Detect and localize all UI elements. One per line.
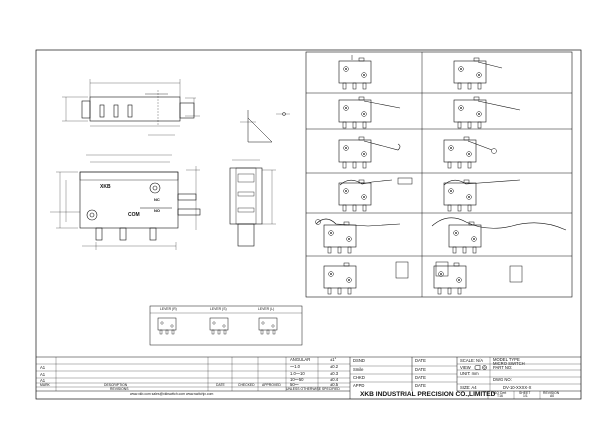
title-block-grid bbox=[36, 356, 581, 399]
tolerance-value-1: ±0.2 bbox=[330, 364, 339, 369]
angle-detail-drawing bbox=[240, 110, 290, 143]
side-view-drawing bbox=[62, 79, 200, 136]
approved-label: APPD bbox=[353, 383, 365, 388]
part-no-label: PART NO: bbox=[493, 364, 513, 370]
tolerance-range-4: 50～ bbox=[290, 382, 299, 387]
variant-wave-lever bbox=[431, 217, 567, 254]
tolerance-heading: ANGULAR bbox=[290, 357, 311, 362]
model-type-label: MODEL TYPE bbox=[493, 356, 520, 362]
revision-value: A0 bbox=[550, 394, 555, 398]
revision-mark-2: A1 bbox=[40, 372, 46, 377]
variant-short-lever bbox=[453, 57, 503, 90]
projection-symbol-icon bbox=[474, 365, 487, 370]
wiring-legend-symbol-3 bbox=[258, 317, 278, 335]
com-terminal-label: COM bbox=[128, 212, 140, 218]
tolerance-heading-value: ±1° bbox=[330, 357, 337, 362]
variant-pin-plunger bbox=[338, 55, 372, 90]
revision-col-checked: CHECKED bbox=[238, 383, 255, 387]
variant-pcb-terminals bbox=[433, 261, 523, 295]
front-view-labels: XKB COM NC NO bbox=[100, 184, 160, 218]
revision-mark-3: A1 bbox=[40, 378, 46, 383]
tolerance-value-4: ±0.5 bbox=[330, 382, 339, 387]
size-field: SIZE: A4 bbox=[460, 385, 477, 390]
wiring-legend-box bbox=[149, 305, 303, 346]
front-view-drawing bbox=[50, 154, 201, 250]
sheet-border bbox=[35, 49, 582, 400]
dwg-no-label: DWG NO: bbox=[493, 377, 512, 382]
revision-col-mark: MARK bbox=[40, 383, 50, 387]
no-terminal-label: NO bbox=[154, 208, 160, 213]
revision-col-date: DATE bbox=[216, 383, 225, 387]
company-name: XKB INDUSTRIAL PRECISION CO.,LIMITED bbox=[360, 391, 496, 398]
footer-contact: www.xkb.com sales@xkbswitch.com www.swit… bbox=[130, 392, 214, 396]
revision-subnote: REVISIONS bbox=[110, 387, 129, 391]
variant-simulated-roller bbox=[338, 136, 401, 169]
unit-field: UNIT: mm bbox=[460, 371, 479, 376]
tolerance-range-2: 1.0～10 bbox=[290, 371, 305, 376]
scale-field: SCALE: N/A bbox=[460, 357, 484, 363]
variant-bent-lever bbox=[443, 179, 521, 212]
variant-wire-leads bbox=[323, 261, 409, 295]
revision-col-description: DESCRIPTION bbox=[104, 383, 128, 387]
wiring-label-2: LEVER (S) bbox=[210, 307, 227, 311]
variant-hinge-lever bbox=[338, 96, 401, 129]
date-label-4: DATE bbox=[415, 383, 426, 388]
tolerance-range-1: ～1.0 bbox=[290, 364, 301, 369]
model-type-value: MICRO SWITCH bbox=[493, 360, 525, 366]
date-label-2: DATE bbox=[415, 367, 426, 372]
revision-label: REVISION bbox=[543, 390, 560, 395]
tolerance-value-3: ±0.4 bbox=[330, 377, 339, 382]
tolerance-value-2: ±0.3 bbox=[330, 371, 339, 376]
sheet-value: 1/1 bbox=[523, 394, 528, 398]
wiring-label-3: LEVER (L) bbox=[258, 307, 275, 311]
revision-mark-1: A1 bbox=[40, 365, 46, 370]
variant-roller-lever-a bbox=[443, 136, 497, 169]
variants-grid bbox=[305, 51, 573, 298]
tolerance-note: UNLESS OTHERWISE SPECIFIED bbox=[286, 386, 340, 391]
revision-col-approved: APPROVED bbox=[262, 383, 281, 387]
brand-mark: XKB bbox=[100, 184, 111, 190]
date-label-1: DATE bbox=[415, 358, 426, 363]
nc-terminal-label: NC bbox=[154, 197, 160, 202]
date-label-3: DATE bbox=[415, 375, 426, 380]
wiring-label-1: LEVER (R) bbox=[160, 307, 177, 311]
view-field: VIEW bbox=[460, 364, 471, 370]
checked-label: CHKD bbox=[353, 375, 365, 380]
drawn-by: Smile bbox=[353, 367, 364, 372]
variant-curved-lever bbox=[338, 177, 413, 212]
variant-roller-lever-b bbox=[315, 218, 401, 254]
dwg-no-value: DV-10-XXXX-X bbox=[503, 384, 532, 390]
variant-long-lever bbox=[453, 96, 521, 129]
designed-label: DSND bbox=[353, 358, 365, 363]
sheet-label: SHEET bbox=[519, 390, 531, 395]
wiring-legend-symbol-2 bbox=[209, 317, 229, 335]
end-view-drawing bbox=[229, 159, 276, 247]
tolerance-range-3: 10～50 bbox=[290, 377, 304, 382]
iso-cert-label: ISO Cert bbox=[493, 390, 507, 395]
iso-cert-value: T16 bbox=[497, 394, 503, 398]
wiring-legend-symbol-1 bbox=[157, 317, 177, 335]
